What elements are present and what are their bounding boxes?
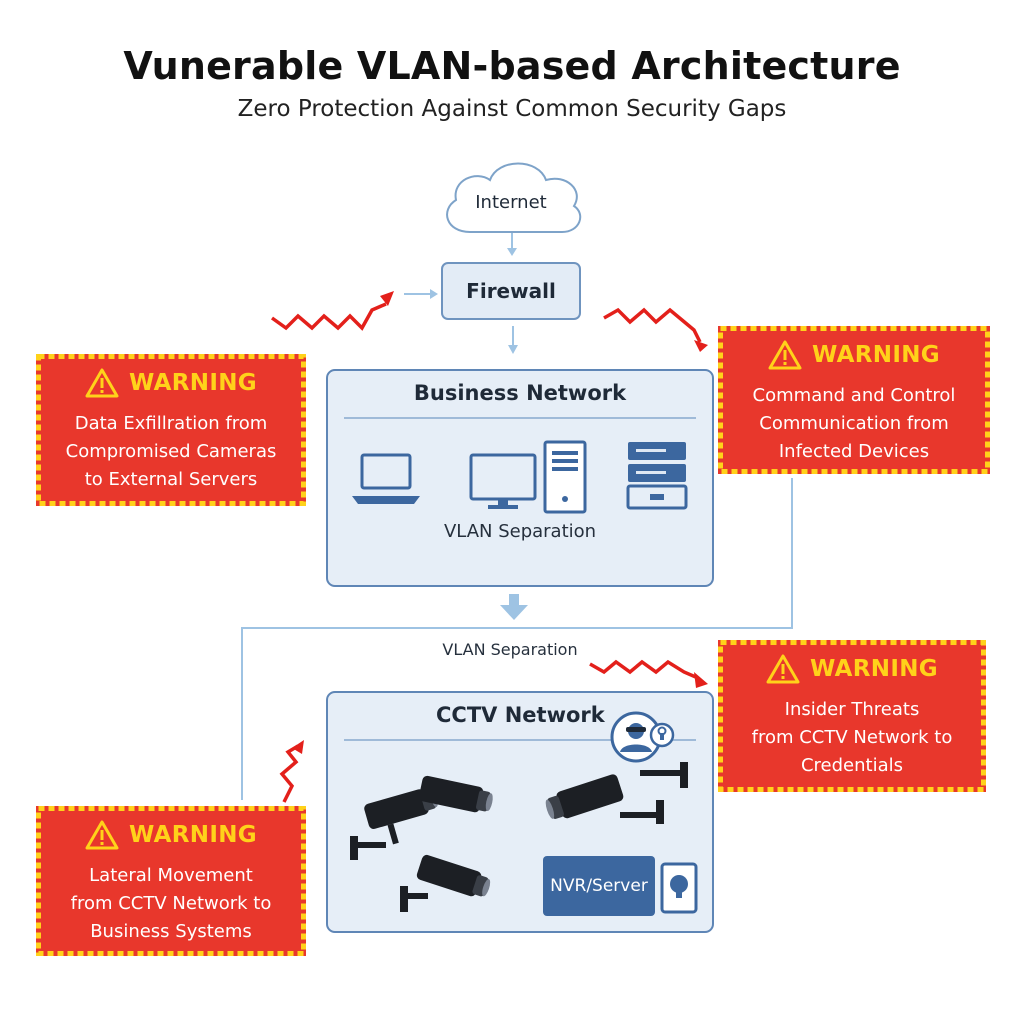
arrowhead-internet-firewall: [507, 248, 517, 256]
warning-box-insider-threats: WARNING Insider Threats from CCTV Networ…: [718, 640, 986, 792]
warning-triangle-icon: [85, 820, 119, 850]
warning-border: [718, 640, 986, 792]
arrowhead-firewall-business: [508, 345, 518, 354]
warning-line: Infected Devices: [778, 441, 930, 462]
warning-triangle-icon: [85, 368, 119, 398]
warning-border: [718, 326, 990, 474]
warning-line: Command and Control: [752, 385, 956, 406]
nvr-server-label: NVR/Server: [550, 876, 648, 896]
warning-heading-row: WARNING: [718, 340, 990, 370]
warning-line: Compromised Cameras: [65, 441, 277, 462]
warning-line: Insider Threats: [784, 699, 920, 720]
business-vlan-separation-label: VLAN Separation: [443, 521, 597, 542]
warning-box-command-control: WARNING Command and Control Communicatio…: [718, 326, 990, 474]
warning-heading-row: WARNING: [718, 654, 986, 684]
attack-zigzag-arrow-icon: [279, 740, 304, 803]
camera-arm: [640, 770, 682, 776]
warning-box-lateral-movement: WARNING Lateral Movement from CCTV Netwo…: [36, 806, 306, 956]
internet-label: Internet: [475, 192, 547, 213]
warning-line: Credentials: [800, 755, 904, 776]
warning-heading: WARNING: [129, 822, 257, 848]
warning-heading-row: WARNING: [36, 368, 306, 398]
business-network-divider: [344, 417, 696, 419]
camera-mount: [680, 762, 688, 788]
warning-box-exfiltration: WARNING Data Exfillration from Compromis…: [36, 354, 306, 506]
attack-zigzag-arrow-icon: [589, 659, 708, 688]
lock-icon: [649, 722, 675, 748]
cctv-network-title: CCTV Network: [436, 703, 605, 727]
laptop-icon: [352, 453, 420, 504]
camera-arm: [620, 812, 658, 818]
nvr-server-box: NVR/Server: [543, 856, 655, 916]
warning-text: Data Exfillration from Compromised Camer…: [46, 410, 296, 494]
attack-zigzag-arrow-icon: [603, 307, 708, 352]
cctv-network-divider: [344, 739, 696, 741]
connector-business-separation: [509, 594, 519, 607]
firewall-label: Firewall: [466, 279, 556, 303]
vlan-separation-label: VLAN Separation: [442, 640, 578, 659]
camera-mount: [656, 800, 664, 824]
camera-arm: [356, 842, 386, 848]
warning-line: Business Systems: [90, 921, 252, 942]
camera-mount: [350, 836, 358, 860]
warning-line: from CCTV Network to: [751, 727, 953, 748]
warning-line: to External Servers: [84, 469, 258, 490]
warning-border: [36, 806, 306, 956]
warning-text: Command and Control Communication from I…: [728, 382, 980, 466]
attack-zigzag-arrow-icon: [270, 291, 394, 331]
server-tower-icon: [543, 440, 587, 514]
warning-heading: WARNING: [810, 656, 938, 682]
warning-line: Data Exfillration from: [74, 413, 268, 434]
desktop-icon: [469, 453, 537, 509]
warning-line: from CCTV Network to: [70, 893, 272, 914]
firewall-box: Firewall: [441, 262, 581, 320]
warning-text: Lateral Movement from CCTV Network to Bu…: [46, 862, 296, 946]
business-network-title: Business Network: [413, 381, 627, 405]
warning-heading: WARNING: [812, 342, 940, 368]
arrowhead-business-separation: [500, 605, 528, 620]
warning-triangle-icon: [766, 654, 800, 684]
cctv-camera-icon: [545, 774, 624, 819]
cctv-camera-icon: [419, 775, 493, 813]
warning-line: Lateral Movement: [89, 865, 253, 886]
warning-line: Communication from: [759, 413, 949, 434]
arrowhead-side-firewall: [430, 289, 438, 299]
warning-triangle-icon: [768, 340, 802, 370]
warning-border: [36, 354, 306, 506]
warning-text: Insider Threats from CCTV Network to Cre…: [728, 696, 976, 780]
camera-mount: [400, 886, 408, 912]
warning-heading-row: WARNING: [36, 820, 306, 850]
cctv-camera-icon: [416, 854, 491, 897]
diagram-title: Vunerable VLAN-based Architecture: [123, 44, 901, 88]
diagram-subtitle: Zero Protection Against Common Security …: [237, 96, 787, 122]
separation-bracket: [241, 478, 793, 800]
server-rack-icon: [626, 442, 688, 510]
camera-arm: [406, 893, 428, 899]
lock-icon: [660, 862, 698, 914]
warning-heading: WARNING: [129, 370, 257, 396]
